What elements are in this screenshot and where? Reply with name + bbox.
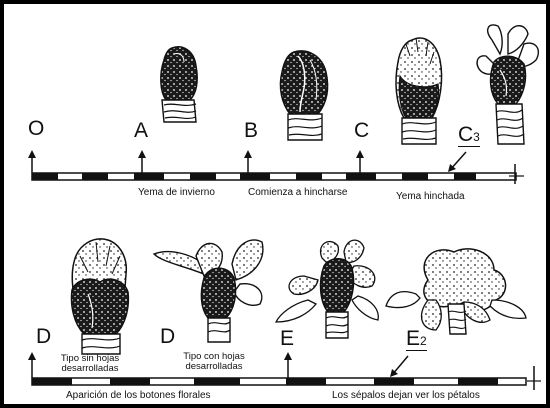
timeline-row1 bbox=[28, 150, 524, 184]
subcaption-no-leaves: Tipo sin hojas desarrolladas bbox=[40, 354, 140, 375]
stage-letter-e: E bbox=[280, 328, 294, 349]
caption-sepals-petals: Los sépalos dejan ver los pétalos bbox=[332, 390, 480, 401]
stage-letter-o: O bbox=[28, 118, 44, 139]
stage-letter-c3: C3 bbox=[458, 124, 480, 147]
stage-letter-d-no-leaves: D bbox=[36, 326, 51, 347]
bud-swollen-icon bbox=[396, 38, 442, 144]
bud-swelling-icon bbox=[280, 51, 327, 140]
stage-letter-e2: E2 bbox=[406, 328, 427, 351]
flower-cluster-icon bbox=[72, 239, 129, 354]
bud-winter-icon bbox=[161, 47, 197, 122]
subcaption-no-leaves-line2: desarrolladas bbox=[40, 364, 140, 374]
subcaption-with-leaves-line2: desarrolladas bbox=[164, 362, 264, 372]
bud-opening-icon bbox=[477, 25, 538, 144]
caption-swelling: Comienza a hincharse bbox=[248, 187, 348, 198]
caption-winter-bud: Yema de invierno bbox=[138, 187, 215, 198]
caption-flower-buds: Aparición de los botones florales bbox=[66, 390, 211, 401]
subcaption-with-leaves: Tipo con hojas desarrolladas bbox=[164, 352, 264, 373]
stage-letter-a: A bbox=[134, 120, 148, 141]
phenology-artwork bbox=[4, 4, 546, 404]
caption-swollen: Yema hinchada bbox=[396, 191, 465, 202]
stage-letter-b: B bbox=[244, 120, 258, 141]
blossom-icon bbox=[386, 249, 526, 334]
sepals-open-icon bbox=[276, 240, 378, 338]
stage-letter-d-leaves: D bbox=[160, 326, 175, 347]
stage-letter-c: C bbox=[354, 120, 369, 141]
